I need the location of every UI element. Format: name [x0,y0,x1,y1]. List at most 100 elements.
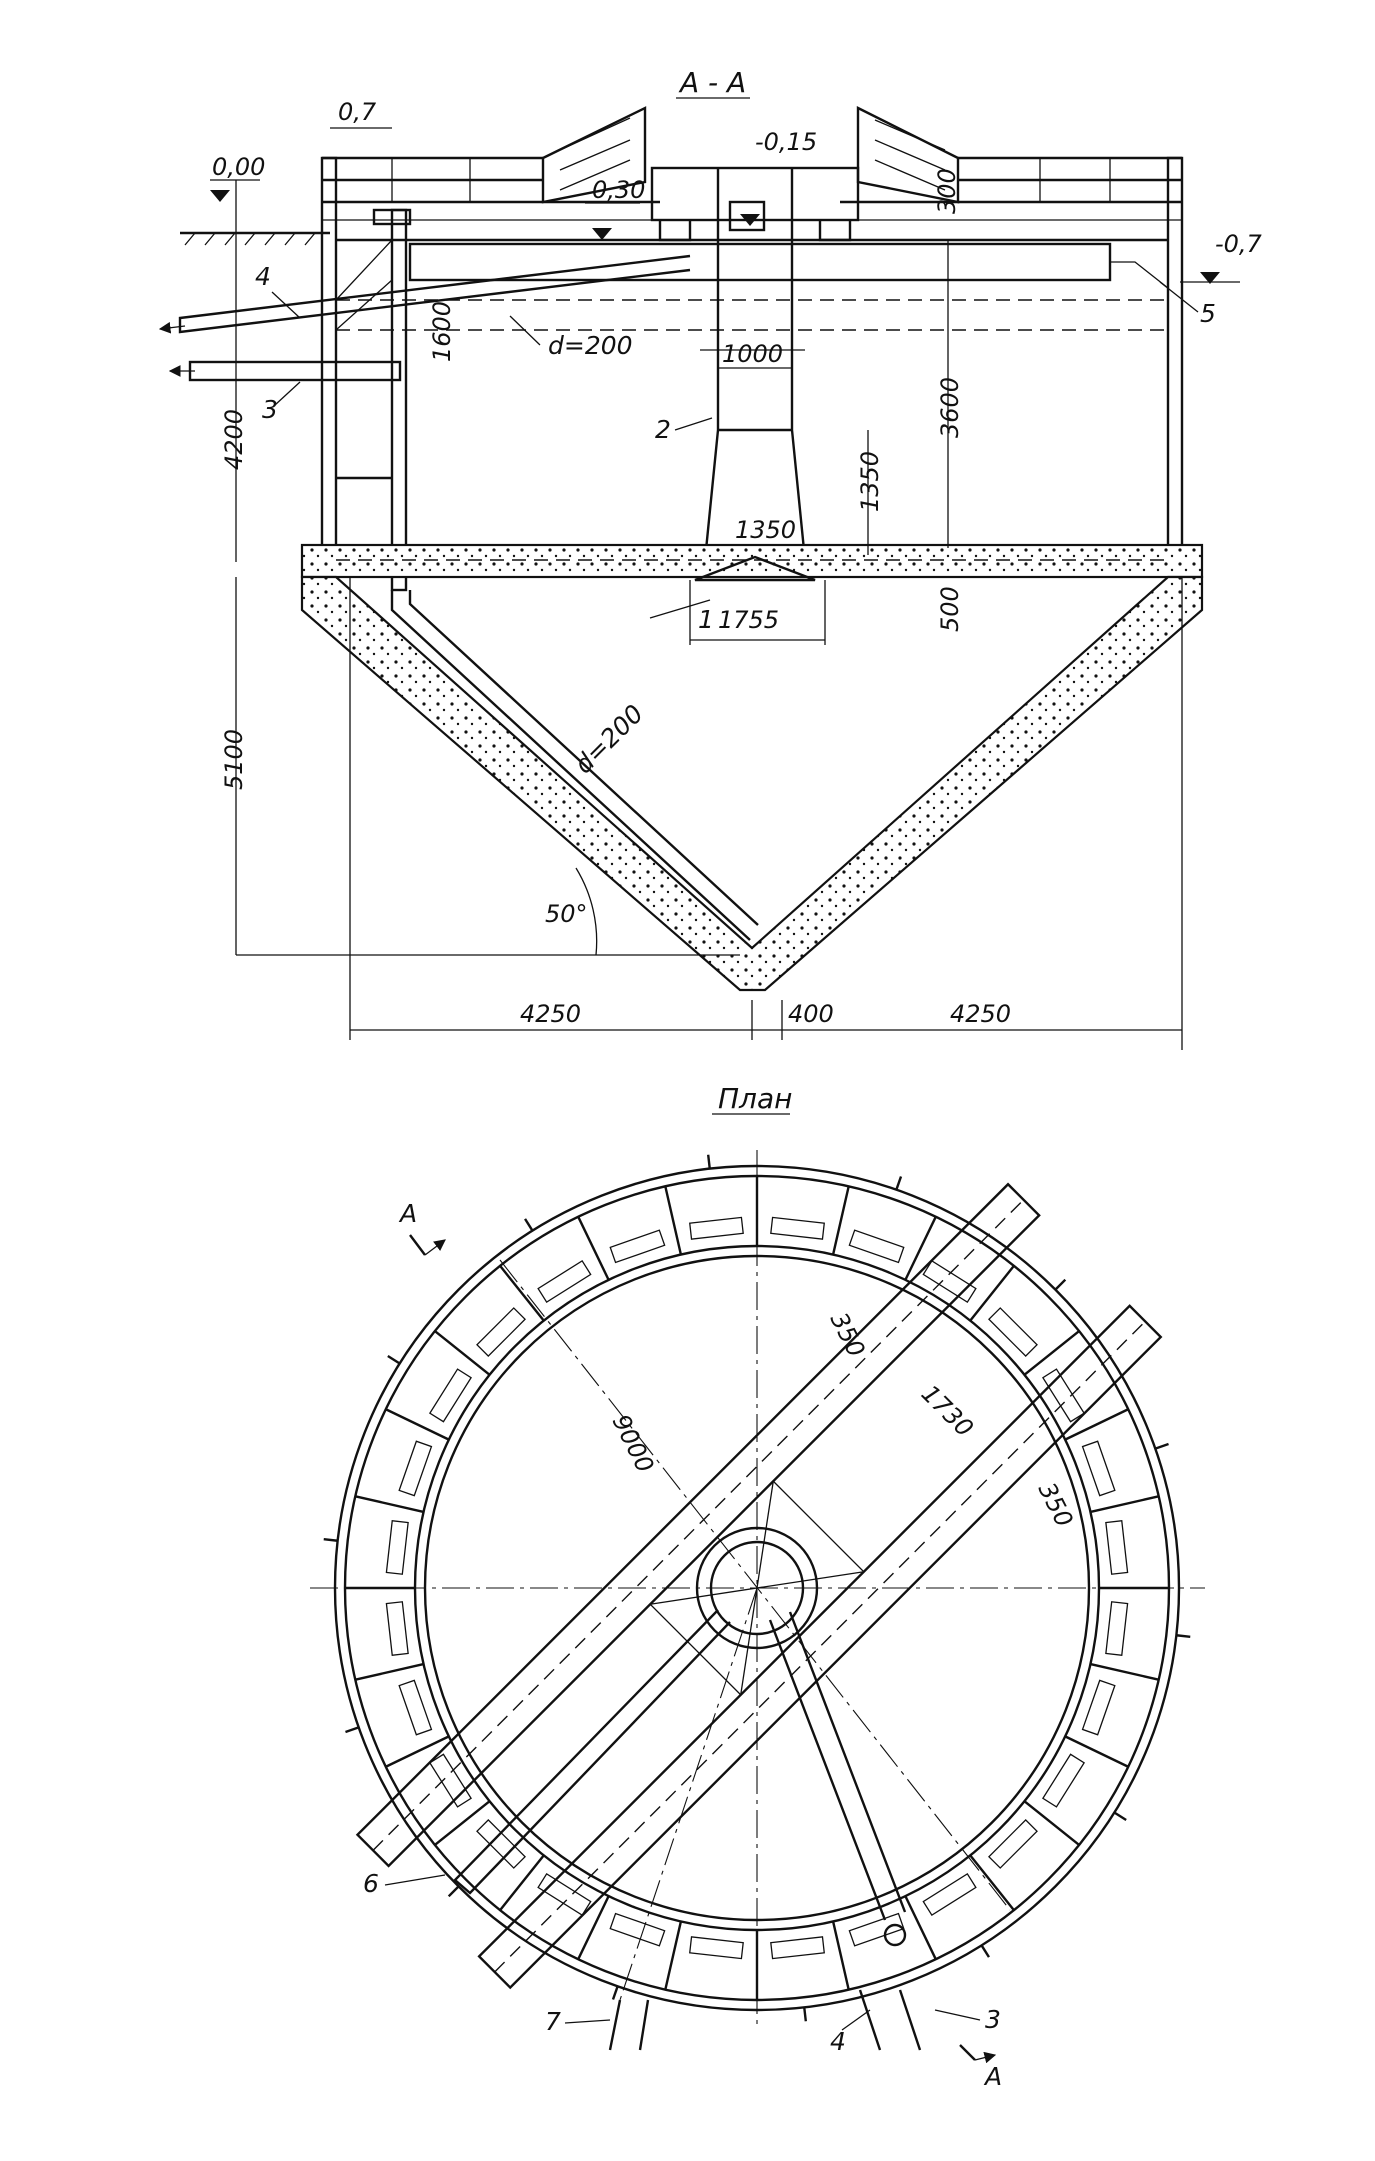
plan-callout-6: 6 [363,1869,379,1898]
tray-cell [385,1601,409,1656]
riser-cap [372,208,412,226]
dim-1350-vertical: 1350 [856,451,884,512]
tray-divider [1023,1800,1080,1846]
dim-4200: 4200 [220,409,248,470]
outlet-pipe-4 [178,254,691,334]
level-minus-015: -0,15 [755,128,817,156]
outer-tick [1154,1442,1169,1450]
tray-divider [969,1265,1015,1322]
wall-brace [335,239,393,331]
sludge-pipe-3-4 [768,1611,907,1921]
central-platform [650,166,860,222]
outer-tick [895,1176,903,1191]
level-zero: 0,00 [212,153,265,181]
tray-divider [434,1330,491,1376]
tray-cell [770,1936,825,1960]
tray-cell [1042,1753,1086,1808]
outer-tick [1113,1811,1127,1821]
callout-1-leader [649,599,711,619]
tray-cell [848,1229,905,1264]
tray-cell [537,1259,592,1303]
section-mark-top-line [409,1234,426,1256]
dim-500: 500 [936,586,964,632]
tray-divider [664,1186,683,1255]
bridge-beam-upper-axis [372,1199,1025,1851]
tray-cell [1042,1368,1086,1423]
section-mark-bottom-arrow [974,2051,997,2064]
dim-350-a: 350 [825,1308,871,1362]
angle-arc [575,867,598,956]
tray-divider [1090,1662,1159,1681]
callout-4: 4 [255,262,271,291]
tray-cell [689,1936,744,1960]
pipe-7 [453,1609,731,1895]
tray-cell [1105,1520,1129,1575]
reflector-cone [694,555,816,582]
level-07-marker [1200,272,1220,284]
outer-tick [1176,1634,1191,1639]
tray-divider [1064,1408,1129,1441]
dim-1730: 1730 [916,1379,979,1442]
tray-divider [904,1216,937,1281]
bridge-cross-2 [740,1481,774,1695]
dim-1600: 1600 [428,301,456,362]
tray-cell [848,1912,905,1947]
section-mark-top-arrow [424,1239,446,1256]
pipe-d200-top-leader [509,315,541,346]
tray-cell [428,1368,472,1423]
tray-divider [499,1265,545,1322]
tray-divider [1064,1735,1129,1768]
pipe-d200-top: d=200 [548,331,633,360]
ring-beam [300,543,1204,579]
plan-callout-3-leader [934,2009,981,2021]
outer-tick [345,1726,360,1734]
plan-callout-7-leader [564,2019,611,2024]
tray-divider [355,1495,424,1514]
overflow-edge [1110,261,1169,289]
outlet-stubs [608,1989,922,2051]
tray-divider [1090,1495,1159,1514]
diagonal-axis-1 [499,1259,1011,1911]
platform-support-right [818,220,852,242]
bridge [355,1182,1163,1990]
tray-cell [385,1520,409,1575]
pipe-d200-cone: d=200 [569,699,649,779]
callout-2-leader [674,417,713,431]
tray-divider [355,1662,424,1681]
section-view: А - А [158,66,1263,1050]
angle-50: 50° [545,900,588,928]
platform-support-left [658,220,692,242]
tray-divider [434,1800,491,1846]
level-030-marker [592,228,612,240]
tray-cells [385,1216,1129,1960]
tray-cell [1081,1679,1116,1736]
tray-divider [385,1735,450,1768]
center-box [728,200,766,232]
left-wall [320,156,338,550]
sludge-riser [390,208,408,592]
tray-divider [577,1895,610,1960]
dim-4250-right: 4250 [950,1000,1011,1028]
outer-tick [524,1218,534,1232]
tray-divider [904,1895,937,1960]
tray-divider [1023,1330,1080,1376]
left-parapet [322,106,660,221]
tray-divider [577,1216,610,1281]
tray-cell [398,1679,433,1736]
level-minus-07: -0,7 [1215,230,1263,258]
section-mark-bottom-line [959,2044,976,2061]
outer-tick [323,1537,338,1542]
plan-callout-7: 7 [545,2007,561,2036]
sludge-pipe [390,590,759,941]
tray-divider [385,1408,450,1441]
section-mark-top: A [398,1199,417,1228]
dim-5100: 5100 [220,729,248,790]
dim-300: 300 [933,168,961,214]
outer-tick [387,1355,401,1365]
right-parapet [840,106,1182,221]
valve [883,1923,907,1947]
tray-divider [664,1921,683,1990]
dim-9000: 9000 [607,1410,660,1477]
center-column-inner [709,1540,805,1636]
bridge-beam-lower-axis [494,1320,1146,1973]
